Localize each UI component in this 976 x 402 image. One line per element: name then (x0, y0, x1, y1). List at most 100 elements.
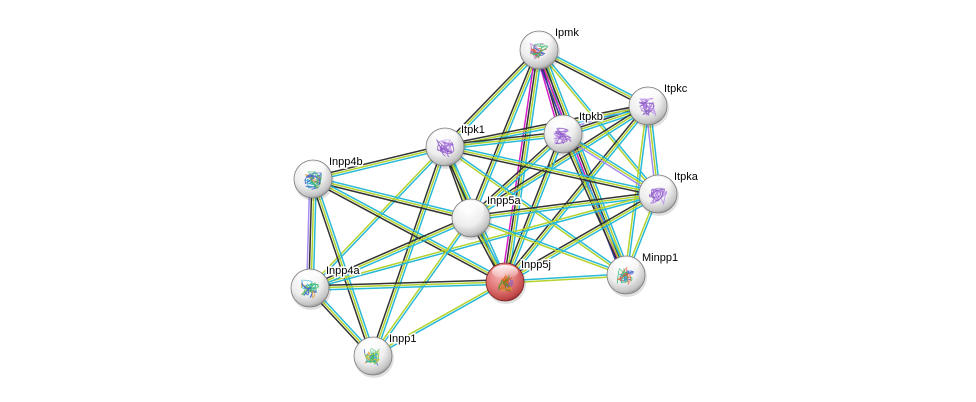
edge-strand-textmining (444, 133, 564, 148)
edge-strand-database (445, 144, 659, 193)
node-highlight (645, 177, 671, 191)
edge-strand-database (471, 195, 659, 221)
edge-strand-coexpression (309, 279, 505, 287)
edge-itpkc-inpp5a[interactable] (469, 103, 650, 221)
node-highlight (297, 271, 323, 285)
node-itpkc[interactable]: Itpkc (628, 82, 689, 128)
edge-inpp5j-inpp1[interactable] (372, 280, 506, 358)
edge-strand-coexpression (537, 51, 648, 109)
edge-strand-database (313, 176, 472, 217)
node-inpp5j[interactable]: Inpp5j (485, 258, 552, 304)
node-minpp1[interactable]: Minpp1 (606, 251, 680, 297)
node-inpp4a[interactable]: Inpp4a (290, 264, 362, 310)
edge-strand-database (373, 218, 473, 358)
edge-strand-coexpression (442, 47, 538, 146)
edge-strand-textmining (444, 49, 540, 148)
node-label: Inpp5j (521, 259, 551, 271)
edge-itpkc-minpp1[interactable] (624, 105, 650, 276)
edge-strand-textmining (444, 146, 659, 195)
edge-strand-textmining (470, 105, 649, 219)
edge-strand-coexpression (312, 144, 445, 178)
edge-strand-textmining (312, 178, 472, 219)
edge-strand-database (313, 176, 507, 281)
edge-itpk1-inpp4a[interactable] (308, 145, 447, 290)
edge-inpp4b-inpp1[interactable] (310, 178, 376, 357)
edge-ipmk-itpkc[interactable] (537, 47, 650, 109)
structure-strand (617, 272, 631, 285)
edge-strand-database (505, 195, 660, 285)
structure-strand (504, 277, 514, 288)
edge-itpkc-inpp5j[interactable] (502, 104, 651, 284)
edge-strand-coexpression (444, 148, 658, 197)
edge-ipmk-itpk1[interactable] (442, 47, 542, 150)
node-highlight (432, 130, 458, 144)
edge-strand-textmining (372, 280, 505, 356)
edge-inpp5a-inpp4a[interactable] (308, 215, 473, 291)
edge-itpka-inpp5a[interactable] (470, 191, 659, 221)
node-itpk1[interactable]: Itpk1 (425, 123, 486, 169)
edge-strand-database (373, 282, 506, 358)
edge-strand-database (310, 283, 506, 291)
node-label: Itpk1 (461, 124, 485, 136)
edge-itpk1-itpka[interactable] (444, 144, 659, 197)
structure-strand (554, 131, 572, 145)
edge-strand-coexpression (503, 191, 658, 281)
edge-strand-coexpression (502, 104, 647, 282)
edge-strand-textmining (312, 178, 506, 283)
edge-inpp4b-inpp5a[interactable] (312, 176, 472, 221)
node-itpka[interactable]: Itpka (638, 170, 700, 216)
protein-structure-icon (300, 279, 320, 299)
edge-strand-database (310, 147, 447, 290)
edges-layer (305, 47, 661, 359)
node-label: Inpp1 (389, 333, 417, 345)
node-highlight (458, 201, 484, 215)
edge-strand-database (504, 273, 626, 282)
edge-strand-textmining (505, 275, 627, 284)
edge-strand-database (506, 106, 651, 284)
edge-strand-textmining (537, 50, 658, 196)
edge-strand-coexpression (370, 146, 444, 356)
edge-strand-textmining (312, 178, 374, 357)
edge-strand-database (446, 51, 542, 150)
edge-itpkb-itpk1[interactable] (444, 131, 564, 150)
edge-strand-textmining (624, 105, 648, 275)
edge-strand-database (471, 135, 565, 221)
node-inpp4b[interactable]: Inpp4b (293, 155, 364, 201)
node-label: Inpp5a (487, 195, 522, 207)
edge-inpp5j-inpp4a[interactable] (309, 279, 506, 291)
edge-strand-database (310, 219, 473, 291)
edge-inpp5a-minpp1[interactable] (470, 216, 627, 277)
edge-strand-database (313, 148, 446, 182)
edge-strand-coexpression (310, 179, 372, 357)
node-highlight (360, 339, 386, 353)
edge-inpp5j-minpp1[interactable] (504, 273, 627, 284)
node-itpkb[interactable]: Itpkb (543, 110, 604, 156)
structure-strand (440, 144, 453, 154)
edge-itpka-inpp5j[interactable] (503, 191, 660, 285)
structure-strand (650, 189, 668, 204)
node-label: Inpp4a (326, 265, 361, 277)
edge-inpp4b-inpp5j[interactable] (311, 176, 507, 285)
edge-strand-database (471, 107, 650, 221)
edge-strand-coexpression (470, 191, 658, 217)
edge-strand-coexpression (560, 134, 625, 277)
node-inpp5a[interactable]: Inpp5a (451, 194, 523, 240)
node-highlight (300, 162, 326, 176)
node-label: Itpka (674, 171, 699, 183)
edge-strand-coexpression (444, 131, 563, 146)
structure-strand (301, 283, 320, 296)
node-ipmk[interactable]: Ipmk (519, 26, 581, 72)
edge-itpk1-inpp1[interactable] (370, 146, 448, 357)
edge-strand-database (374, 147, 448, 357)
edge-itpk1-inpp4b[interactable] (312, 144, 446, 182)
structure-strand (301, 281, 311, 296)
node-inpp1[interactable]: Inpp1 (353, 332, 418, 378)
edge-itpkb-inpp5a[interactable] (469, 131, 565, 221)
edge-strand-textmining (312, 146, 446, 180)
edge-strand-textmining (308, 145, 445, 288)
edge-strand-textmining (504, 193, 659, 283)
node-label: Ipmk (555, 27, 579, 39)
edge-strand-coexpression (312, 180, 471, 221)
